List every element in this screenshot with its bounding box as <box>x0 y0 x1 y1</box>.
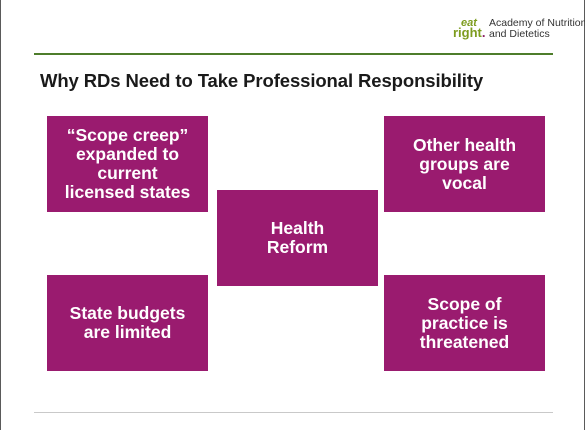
box-health-reform-label: Health Reform <box>266 218 329 257</box>
box-scope-threatened-label: Scope of practice is threatened <box>419 293 510 352</box>
box-other-health-groups: Other health groups are vocal <box>384 116 545 212</box>
logo-text-line1: Academy of Nutrition <box>489 17 585 29</box>
logo-right-text: right. <box>453 25 486 40</box>
logo-text-line2: and Dietetics <box>489 28 550 40</box>
box-state-budgets: State budgets are limited <box>47 275 208 371</box>
eatright-logo-mark: eat right. <box>453 18 487 42</box>
box-health-reform: Health Reform <box>217 190 378 286</box>
header-divider <box>34 53 553 55</box>
logo-dot: . <box>481 25 486 40</box>
box-scope-creep-label: “Scope creep” expanded to current licens… <box>64 125 191 202</box>
logo-organization-name: Academy of Nutrition and Dietetics <box>489 18 585 40</box>
logo-right-word: right <box>453 25 482 40</box>
logo-eat-text: eat <box>461 17 477 29</box>
box-scope-threatened: Scope of practice is threatened <box>384 275 545 371</box>
slide-title: Why RDs Need to Take Professional Respon… <box>40 70 484 91</box>
box-state-budgets-label: State budgets are limited <box>69 303 186 342</box>
footer-divider <box>34 412 553 413</box>
box-scope-creep: “Scope creep” expanded to current licens… <box>47 116 208 212</box>
academy-logo: eat right. Academy of Nutrition and Diet… <box>453 16 585 46</box>
box-other-health-groups-label: Other health groups are vocal <box>412 134 517 193</box>
